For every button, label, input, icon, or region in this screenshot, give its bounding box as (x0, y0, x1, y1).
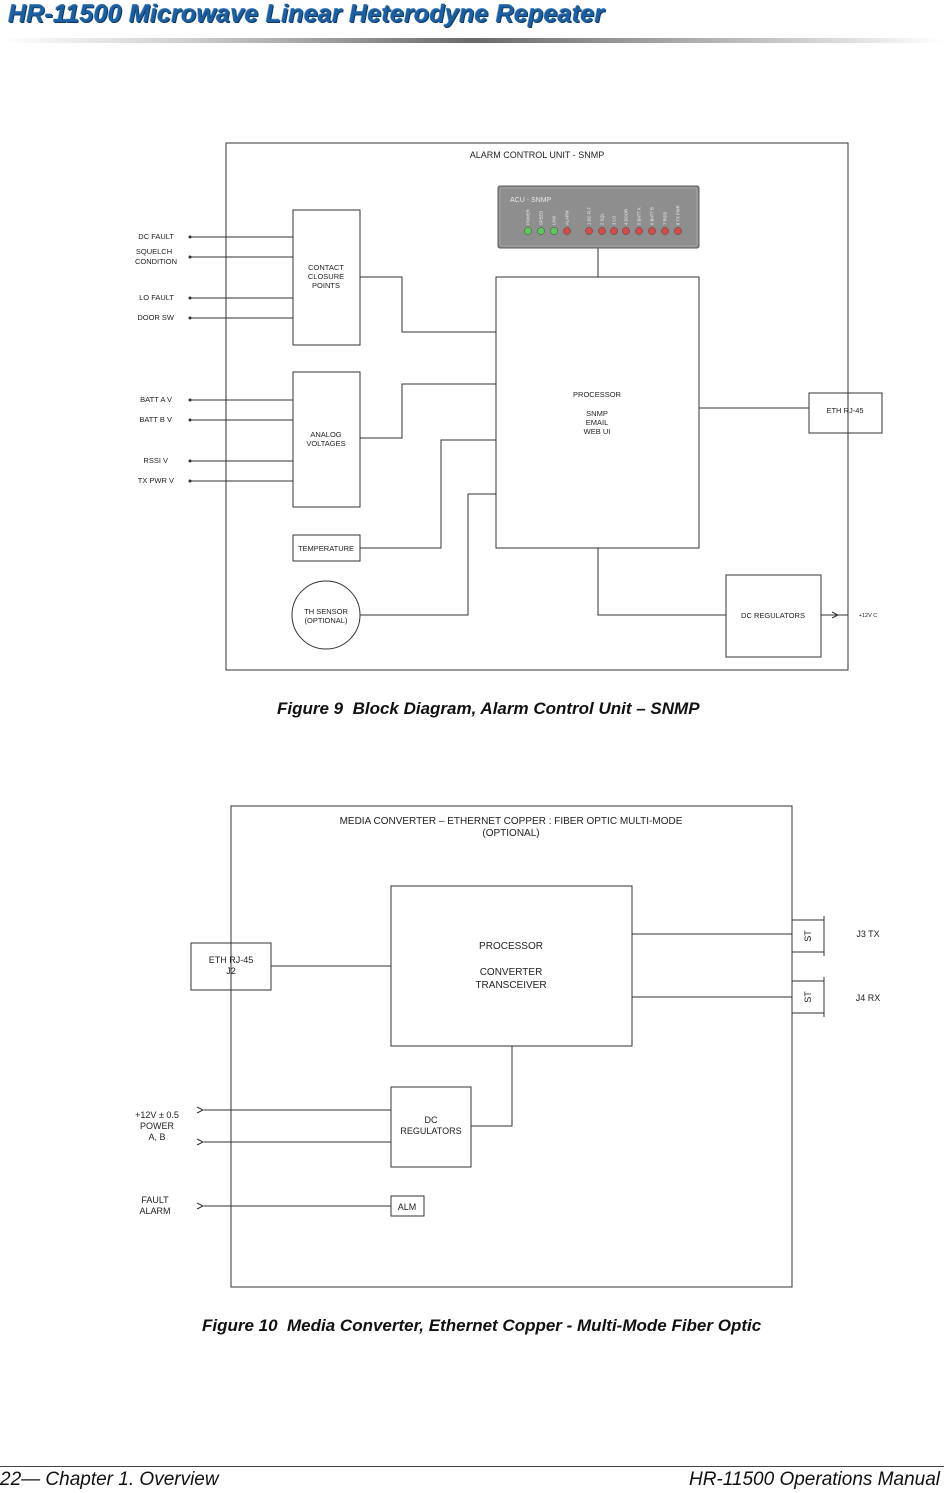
port-label: J4 RX (856, 993, 881, 1003)
block-label: TRANSCEIVER (475, 980, 546, 991)
block-label: (OPTIONAL) (305, 616, 348, 625)
block-label: SNMP (586, 409, 608, 418)
panel-led (661, 227, 669, 235)
panel-led (648, 227, 656, 235)
panel-led (524, 227, 532, 235)
block-label: PROCESSOR (573, 390, 622, 399)
block-label: ETH RJ-45 (826, 406, 863, 415)
block-label: VOLTAGES (306, 439, 345, 448)
acu-front-panel: ACU - SNMP POWER SPEED LINK ALARM 1 DC FLT 2 … (497, 185, 700, 249)
panel-led-label: 6 BATT B (650, 207, 655, 225)
block-label: ALM (398, 1202, 417, 1212)
block-label: REGULATORS (400, 1126, 461, 1136)
block-label: TEMPERATURE (298, 544, 354, 553)
converter-processor-block (390, 885, 633, 1047)
figure-10-caption: Figure 10 Media Converter, Ethernet Copp… (202, 1316, 762, 1335)
input-label: BATT B V (139, 415, 172, 424)
panel-led (550, 227, 558, 235)
media-converter-title: MEDIA CONVERTER – ETHERNET COPPER : FIBE… (340, 816, 683, 827)
block-label: J2 (226, 966, 236, 976)
input-label: +12V ± 0.5 (135, 1110, 179, 1120)
panel-led (635, 227, 643, 235)
panel-led-label: POWER (526, 209, 531, 225)
block-label: POINTS (312, 281, 340, 290)
panel-led (585, 227, 593, 235)
panel-led (537, 227, 545, 235)
input-label: TX PWR V (138, 476, 174, 485)
page-header-title: HR-11500 Microwave Linear Heterodyne Rep… (8, 0, 605, 28)
power-in-label: +12V C (859, 613, 878, 619)
input-label: CONDITION (135, 257, 177, 266)
panel-led-label: LINK (552, 215, 557, 225)
panel-led-label: 2 SQL (600, 212, 605, 225)
header-rule (0, 38, 944, 43)
panel-led-label: 4 DOOR (624, 209, 629, 225)
acu-title: ALARM CONTROL UNIT - SNMP (470, 150, 605, 160)
panel-led-label: 8 TX PWR (676, 205, 681, 225)
input-label: A, B (148, 1132, 165, 1142)
dc-regulators-block (725, 574, 822, 658)
figure-10-block-diagram: MEDIA CONVERTER – ETHERNET COPPER : FIBE… (135, 805, 881, 1288)
input-label: POWER (140, 1121, 175, 1131)
block-label: ETH RJ-45 (209, 955, 254, 965)
block-label: CONTACT (308, 263, 344, 272)
eth-rj45-block (808, 392, 883, 434)
panel-led (598, 227, 606, 235)
panel-led (622, 227, 630, 235)
footer-rule (0, 1466, 944, 1467)
panel-title: ACU - SNMP (510, 197, 552, 204)
block-label: ANALOG (310, 430, 341, 439)
media-converter-subtitle: (OPTIONAL) (482, 828, 539, 839)
panel-led (610, 227, 618, 235)
panel-led-label: SPEED (539, 211, 544, 225)
input-label: DOOR SW (137, 313, 175, 322)
block-label: DC REGULATORS (741, 611, 805, 620)
acu-outer-box (225, 142, 849, 671)
port-label: J3 TX (856, 929, 879, 939)
panel-led-label: 5 BATT A (637, 207, 642, 225)
input-label: BATT A V (140, 395, 172, 404)
dc-regulators-block (390, 1086, 472, 1168)
block-label: WEB UI (584, 427, 611, 436)
figure-9-caption: Figure 9 Block Diagram, Alarm Control Un… (277, 699, 700, 718)
panel-led-label: 3 LO (612, 215, 617, 225)
input-label: SQUELCH (136, 247, 172, 256)
block-label: CONVERTER (480, 967, 543, 978)
footer-manual-title: HR-11500 Operations Manual (688, 1469, 940, 1490)
panel-led-label: 1 DC FLT (587, 207, 592, 225)
block-label: DC (425, 1115, 438, 1125)
panel-led-label: ALARM (565, 210, 570, 225)
input-label: DC FAULT (138, 232, 174, 241)
block-label: EMAIL (586, 418, 609, 427)
input-label: RSSI V (143, 456, 168, 465)
block-label: PROCESSOR (479, 941, 543, 952)
panel-led-label: 7 RSSI (663, 212, 668, 225)
panel-led (563, 227, 571, 235)
input-label: ALARM (139, 1206, 170, 1216)
block-label: TH SENSOR (304, 607, 348, 616)
panel-led (674, 227, 682, 235)
media-converter-outer-box (230, 805, 793, 1288)
block-label: CLOSURE (308, 272, 344, 281)
input-label: LO FAULT (139, 293, 174, 302)
st-label: ST (803, 991, 813, 1003)
st-label: ST (803, 930, 813, 942)
footer-chapter: 22— Chapter 1. Overview (0, 1469, 219, 1490)
analog-voltages-block (292, 371, 361, 508)
input-label: FAULT (141, 1195, 169, 1205)
figure-9-block-diagram: ALARM CONTROL UNIT - SNMP DC FAULT SQUEL… (135, 142, 883, 671)
